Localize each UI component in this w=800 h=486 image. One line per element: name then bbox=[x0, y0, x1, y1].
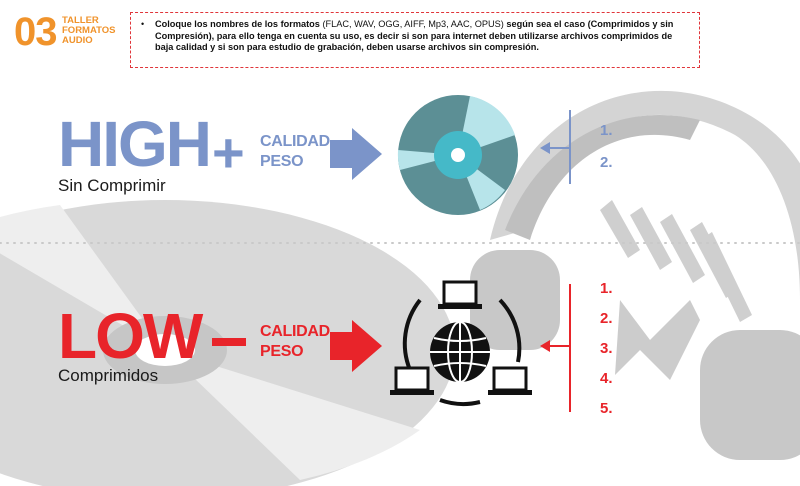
low-answer-slot[interactable]: 1. bbox=[600, 280, 613, 297]
workshop-title-line: FORMATOS bbox=[62, 25, 116, 36]
headphones-icon bbox=[470, 90, 800, 460]
minus-sign bbox=[212, 338, 246, 346]
instruction-text: Coloque los nombres de los formatos (FLA… bbox=[155, 19, 689, 54]
high-title: HIGH bbox=[58, 108, 212, 180]
high-quality-weight-labels: CALIDAD PESO bbox=[260, 132, 330, 172]
plus-sign: + bbox=[212, 121, 245, 184]
low-subtitle: Comprimidos bbox=[58, 366, 159, 385]
instruction-bullet: • bbox=[141, 19, 145, 29]
high-answer-bracket bbox=[540, 110, 571, 184]
network-globe-icon bbox=[402, 298, 522, 406]
low-weight-label: PESO bbox=[260, 343, 304, 360]
laptop-icon bbox=[438, 280, 482, 309]
low-answer-slot[interactable]: 3. bbox=[600, 340, 613, 357]
workshop-title-line: AUDIO bbox=[62, 35, 93, 46]
workshop-title-line: TALLER bbox=[62, 15, 99, 26]
low-title: LOW bbox=[58, 300, 203, 372]
instruction-box: • Coloque los nombres de los formatos (F… bbox=[130, 12, 700, 68]
workshop-number: 03 bbox=[14, 10, 57, 54]
low-answer-bracket bbox=[540, 284, 571, 412]
laptop-icon bbox=[488, 366, 532, 395]
low-quality-weight-labels: CALIDAD PESO bbox=[260, 322, 330, 362]
high-answer-slot[interactable]: 2. bbox=[600, 154, 613, 171]
instruction-formats: (FLAC, WAV, OGG, AIFF, Mp3, AAC, OPUS) bbox=[319, 19, 507, 29]
cd-disc-icon bbox=[397, 95, 518, 215]
instruction-bold: según sea el caso (Comprimidos y sin Com… bbox=[155, 19, 674, 52]
globe-icon bbox=[430, 321, 490, 383]
low-arrow-icon bbox=[330, 320, 382, 372]
workshop-title: TALLER FORMATOS AUDIO bbox=[62, 16, 122, 46]
low-answer-slot[interactable]: 2. bbox=[600, 310, 613, 327]
high-weight-label: PESO bbox=[260, 153, 304, 170]
low-quality-label: CALIDAD bbox=[260, 323, 330, 340]
laptop-icon bbox=[390, 366, 434, 395]
high-quality-label: CALIDAD bbox=[260, 133, 330, 150]
high-answer-slot[interactable]: 1. bbox=[600, 122, 613, 139]
instruction-bold: Coloque los nombres de los formatos bbox=[155, 19, 320, 29]
high-subtitle: Sin Comprimir bbox=[58, 176, 166, 195]
low-answer-slot[interactable]: 4. bbox=[600, 370, 613, 387]
low-answer-slot[interactable]: 5. bbox=[600, 400, 613, 417]
high-arrow-icon bbox=[330, 128, 382, 180]
